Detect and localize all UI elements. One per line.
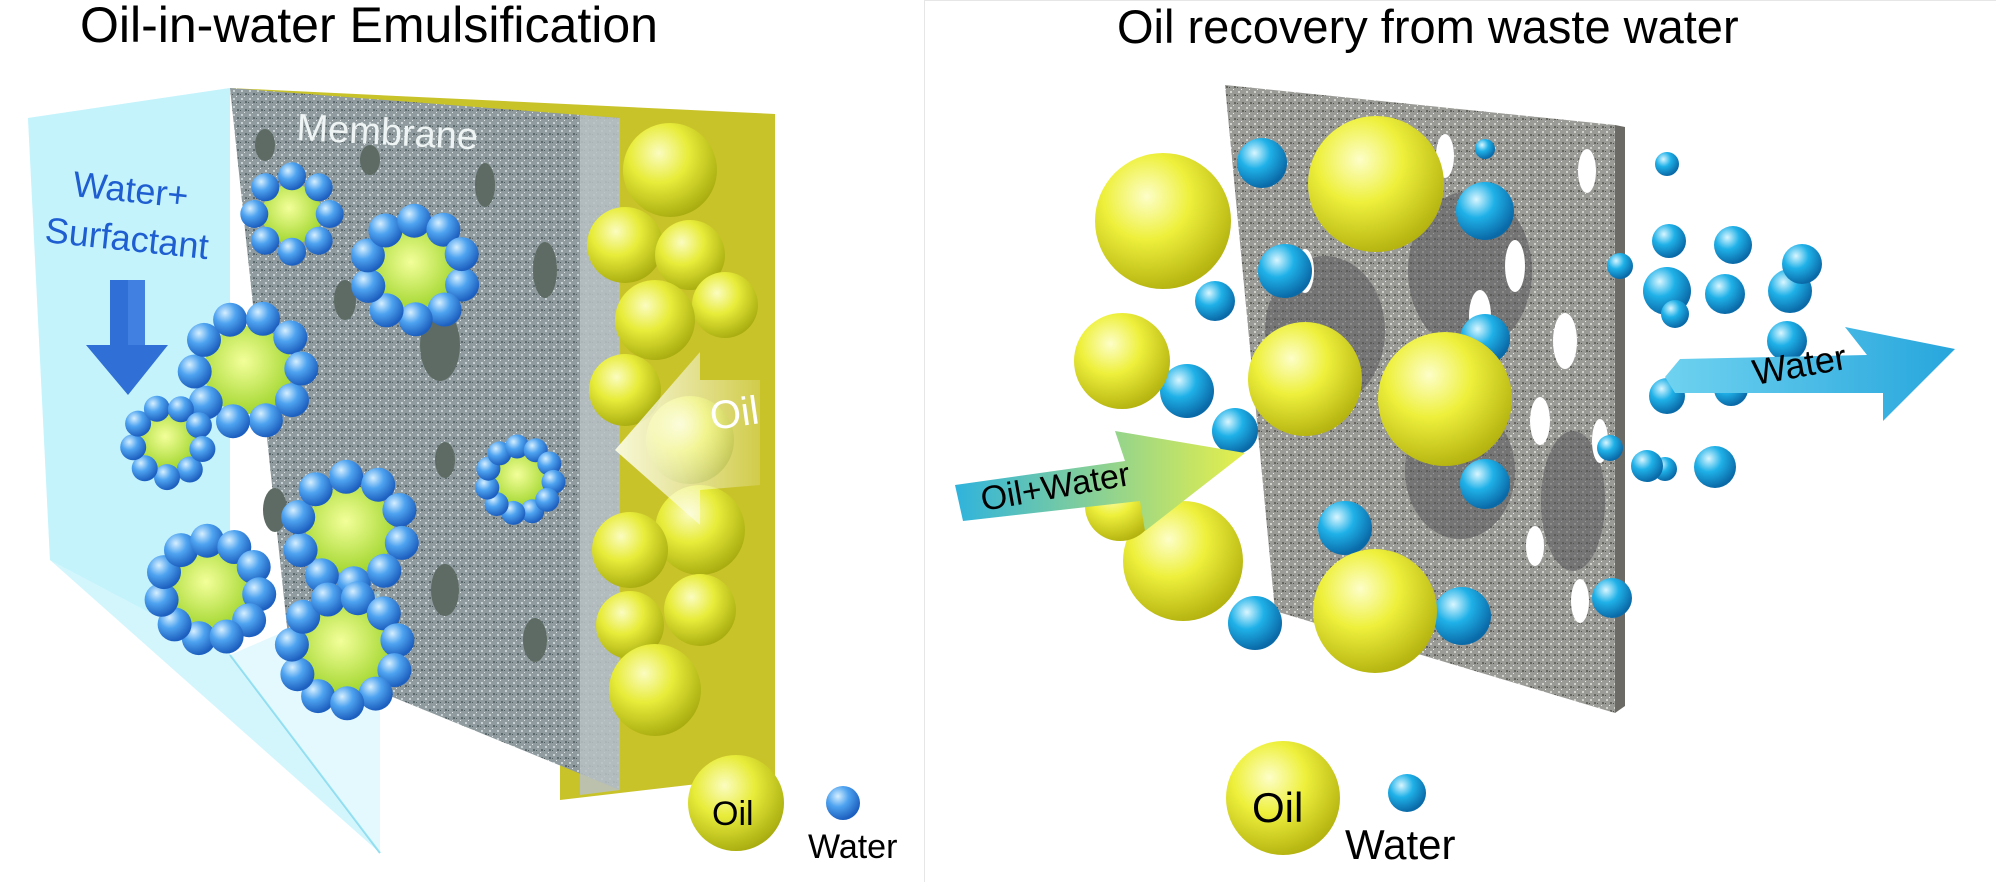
surfactant-bead — [380, 623, 415, 658]
surfactant-bead — [368, 213, 403, 248]
surfactant-bead — [304, 226, 333, 255]
surfactant-bead — [298, 472, 333, 507]
surfactant-bead — [280, 657, 315, 692]
oil-arrow-label: Oil — [707, 389, 762, 439]
surfactant-bead — [242, 577, 277, 612]
surfactant-bead — [475, 475, 500, 500]
surfactant-bead — [361, 467, 396, 502]
legend-water-swatch — [1388, 774, 1426, 812]
surfactant-bead — [427, 292, 462, 327]
emulsion-droplet-core — [170, 550, 250, 630]
surfactant-bead — [301, 679, 336, 714]
emulsion-droplet-core — [306, 486, 394, 574]
legend: Oil Water — [688, 755, 897, 866]
water-inflow-arrow — [86, 280, 168, 395]
surfactant-bead — [274, 627, 309, 662]
surfactant-bead — [366, 596, 401, 631]
surfactant-bead — [340, 581, 375, 616]
surfactant-bead — [154, 464, 180, 491]
legend: Oil Water — [1226, 741, 1455, 868]
surfactant-bead — [213, 302, 248, 337]
surfactant-bead — [189, 436, 216, 462]
surfactant-bead — [444, 237, 479, 272]
surfactant-bead — [275, 383, 309, 418]
surfactant-bead — [248, 403, 283, 438]
legend-oil-swatch — [1226, 741, 1340, 855]
surfactant-bead — [167, 396, 194, 423]
emulsion-droplets — [120, 162, 566, 721]
oil-recovery-diagram: Oil+Water Water Oil Water — [955, 85, 1955, 868]
surfactant-bead — [286, 599, 321, 634]
oil-inflow-arrow: Oil — [615, 352, 762, 525]
surfactant-bead — [125, 410, 152, 437]
surfactant-bead — [190, 523, 225, 558]
surfactant-bead — [216, 404, 250, 439]
legend-oil-label: Oil — [1252, 784, 1303, 831]
surfactant-bead — [273, 320, 308, 355]
oil-recovery-title: Oil recovery from waste water — [1117, 0, 1739, 53]
surfactant-bead — [120, 434, 147, 461]
emulsion-droplet-core — [262, 184, 322, 244]
surfactant-bead — [315, 200, 344, 228]
surfactant-bead — [188, 385, 223, 420]
surfactant-bead — [185, 412, 212, 439]
surfactant-bead — [278, 162, 306, 191]
emulsion-droplet-core — [493, 453, 547, 507]
surfactant-bead — [330, 686, 365, 721]
oil-droplets-reservoir — [587, 123, 758, 736]
surfactant-bead — [236, 550, 271, 584]
surfactant-bead — [251, 226, 280, 255]
surfactant-bead — [209, 619, 244, 654]
surfactant-bead — [377, 653, 412, 688]
surfactant-bead — [384, 525, 419, 560]
surfactant-bead — [246, 301, 280, 336]
legend-water-label: Water — [808, 828, 897, 866]
surfactant-bead — [164, 533, 198, 568]
surfactant-bead — [505, 434, 530, 459]
surfactant-bead — [398, 302, 433, 337]
surfactant-bead — [240, 200, 269, 228]
surfactant-bead — [283, 533, 318, 567]
surfactant-bead — [177, 354, 212, 389]
surfactant-bead — [278, 237, 306, 266]
membrane-label: Membrane — [296, 107, 480, 158]
surfactant-bead — [281, 500, 316, 535]
emulsion-droplet-core — [375, 230, 455, 310]
surfactant-bead — [537, 451, 562, 476]
legend-oil-label: Oil — [712, 795, 754, 833]
emulsification-diagram: Oil Membrane Water+ Surfactant Oil Water — [28, 88, 897, 866]
legend-water-label: Water — [1345, 821, 1455, 868]
surfactant-bead — [426, 212, 461, 247]
surfactant-bead — [369, 293, 404, 328]
surfactant-bead — [304, 173, 333, 202]
separation-membrane-edge — [1615, 125, 1625, 713]
emulsification-title: Oil-in-water Emulsification — [80, 0, 658, 53]
surfactant-bead — [251, 173, 280, 202]
surfactant-bead — [144, 582, 179, 617]
surfactant-bead — [284, 351, 319, 386]
surfactant-bead — [310, 582, 345, 617]
surfactant-bead — [535, 487, 560, 512]
emulsification-panel: Oil Membrane Water+ Surfactant Oil Water… — [0, 0, 920, 882]
surfactant-bead — [176, 456, 203, 483]
emulsion-droplet-core — [140, 414, 196, 470]
surfactant-bead — [358, 676, 393, 711]
surfactant-bead — [397, 203, 432, 238]
surfactant-bead — [131, 455, 158, 482]
oil-recovery-panel: Oil+Water Water Oil Water Oil recovery f… — [924, 0, 1996, 882]
surfactant-bead — [445, 267, 480, 302]
legend-water-swatch — [826, 786, 860, 820]
emulsion-droplet-core — [204, 326, 292, 414]
surfactant-bead — [329, 459, 364, 494]
surfactant-bead — [351, 268, 386, 303]
emulsion-droplet-core — [301, 606, 389, 694]
surfactant-bead — [350, 238, 385, 273]
legend-oil-swatch — [688, 755, 784, 851]
surfactant-bead — [367, 553, 402, 588]
surfactant-bead — [382, 493, 417, 527]
surfactant-bead — [187, 322, 221, 357]
surfactant-bead — [143, 395, 170, 422]
